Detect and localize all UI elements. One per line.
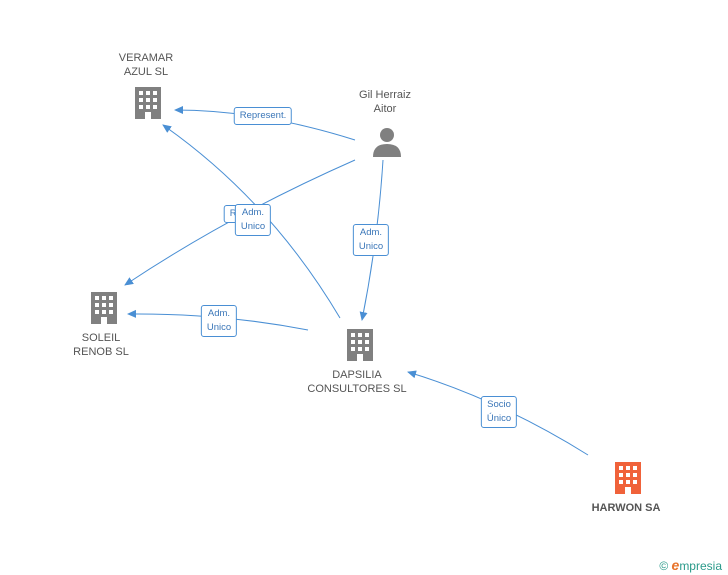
brand-e: e xyxy=(671,557,680,573)
node-veramar-label[interactable]: VERAMAR AZUL SL xyxy=(118,52,174,78)
empresia-watermark: © empresia xyxy=(659,557,722,573)
building-icon xyxy=(135,87,161,119)
building-icon xyxy=(615,462,641,494)
edge-label-adm-unico-mid: Adm. Unico xyxy=(234,204,272,236)
building-icon xyxy=(91,292,117,324)
copyright-icon: © xyxy=(659,559,669,573)
brand-name: mpresia xyxy=(679,559,722,573)
building-icon xyxy=(347,329,373,361)
node-dapsilia-label[interactable]: DAPSILIA CONSULTORES SL xyxy=(307,369,407,395)
edge-label-socio-unico: Socio Único xyxy=(480,396,518,428)
node-soleil-label[interactable]: SOLEIL RENOB SL xyxy=(73,332,129,358)
node-harwon-label[interactable]: HARWON SA xyxy=(591,502,661,514)
edge-label-adm-unico-gil: Adm. Unico xyxy=(352,224,390,256)
edge-label-adm-unico-soleil: Adm. Unico xyxy=(200,305,238,337)
node-gil-label[interactable]: Gil Herraiz Aitor xyxy=(359,89,411,115)
edge-label-represent-top: Represent. xyxy=(233,107,293,125)
person-icon xyxy=(373,128,401,157)
